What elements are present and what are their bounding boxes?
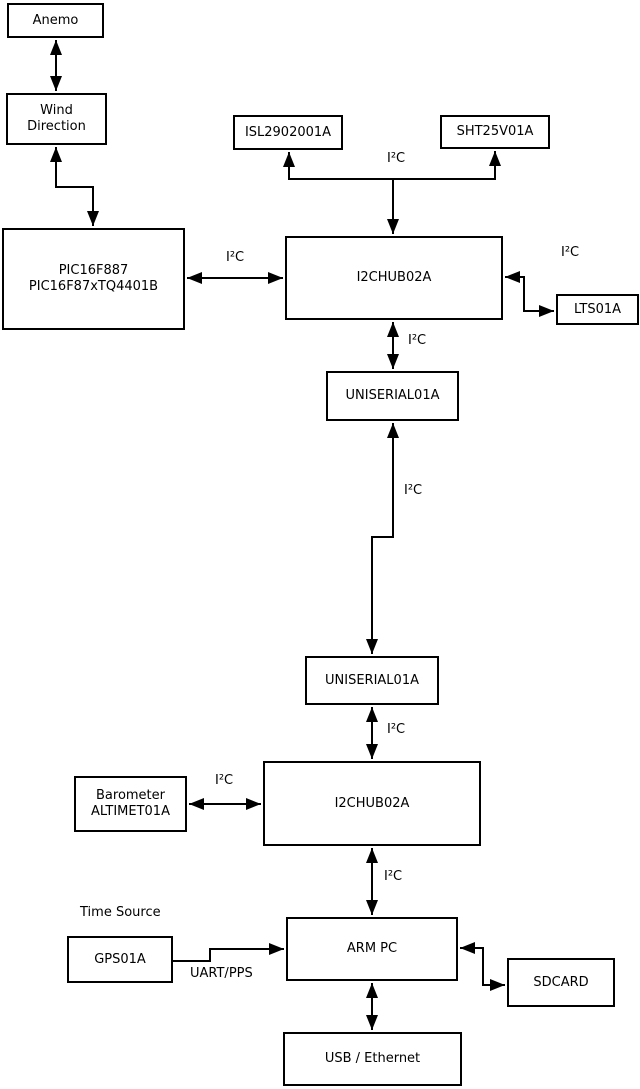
node-usb-ethernet: USB / Ethernet <box>283 1032 462 1086</box>
node-sdcard: SDCARD <box>507 958 615 1007</box>
edge-label-uart-pps: UART/PPS <box>190 966 253 981</box>
node-label: I2CHUB02A <box>356 270 432 285</box>
edge-label-i2c-pic-hub1: I²C <box>226 250 245 265</box>
node-label: Wind <box>40 103 73 118</box>
node-label: PIC16F87xTQ4401B <box>28 279 159 294</box>
node-isl2902001a: ISL2902001A <box>233 115 343 150</box>
node-label: ISL2902001A <box>244 124 332 140</box>
node-arm-pc: ARM PC <box>286 917 458 981</box>
node-gps01a: GPS01A <box>67 936 173 983</box>
node-lts01a: LTS01A <box>556 294 639 325</box>
edge-label-i2c-hub1-uniserial1: I²C <box>408 333 427 348</box>
node-label: Barometer <box>96 788 165 803</box>
node-anemo: Anemo <box>7 3 104 38</box>
node-label: SHT25V01A <box>456 124 534 139</box>
node-pic16f887: PIC16F887 PIC16F87xTQ4401B <box>2 228 185 330</box>
edge-label-i2c-uniserial2-hub2: I²C <box>387 722 406 737</box>
edge-wind-pic <box>50 147 99 226</box>
node-label: PIC16F887 <box>58 263 129 278</box>
node-label: LTS01A <box>573 301 622 317</box>
node-label: UNISERIAL01A <box>345 388 440 403</box>
node-uniserial01a-lower: UNISERIAL01A <box>305 656 439 705</box>
edge-gps-armpc <box>173 943 284 962</box>
node-label: ALTIMET01A <box>91 804 170 819</box>
node-sht25v01a: SHT25V01A <box>440 115 550 149</box>
node-label: ARM PC <box>346 941 398 956</box>
label-time-source: Time Source <box>80 905 161 920</box>
node-label: UNISERIAL01A <box>325 672 419 688</box>
edge-hub1-sht <box>393 151 501 180</box>
edge-hub1-isl <box>283 152 399 234</box>
node-i2chub02a-lower: I2CHUB02A <box>263 761 481 846</box>
node-label: GPS01A <box>94 951 146 967</box>
edge-uniserial1-uniserial2 <box>366 423 399 654</box>
node-i2chub02a-upper: I2CHUB02A <box>285 236 503 320</box>
edge-label-i2c-uniserial1-uniserial2: I²C <box>404 483 423 498</box>
edge-armpc-sdcard <box>460 942 505 991</box>
edge-label-i2c-hub2-armpc: I²C <box>384 869 403 884</box>
node-wind-direction: Wind Direction <box>6 93 107 145</box>
node-label: I2CHUB02A <box>334 795 410 811</box>
edge-label-i2c-hub1-sensors: I²C <box>387 151 406 166</box>
node-label: Direction <box>27 119 86 134</box>
edge-hub1-lts <box>505 271 554 317</box>
node-label: SDCARD <box>533 974 589 990</box>
node-label: USB / Ethernet <box>324 1051 421 1066</box>
node-barometer-altimet01a: Barometer ALTIMET01A <box>74 776 187 832</box>
node-uniserial01a-upper: UNISERIAL01A <box>326 371 459 421</box>
edge-label-i2c-barometer-hub2: I²C <box>215 773 234 788</box>
node-label: Anemo <box>32 12 79 28</box>
edge-label-i2c-hub1-lts: I²C <box>561 245 580 260</box>
